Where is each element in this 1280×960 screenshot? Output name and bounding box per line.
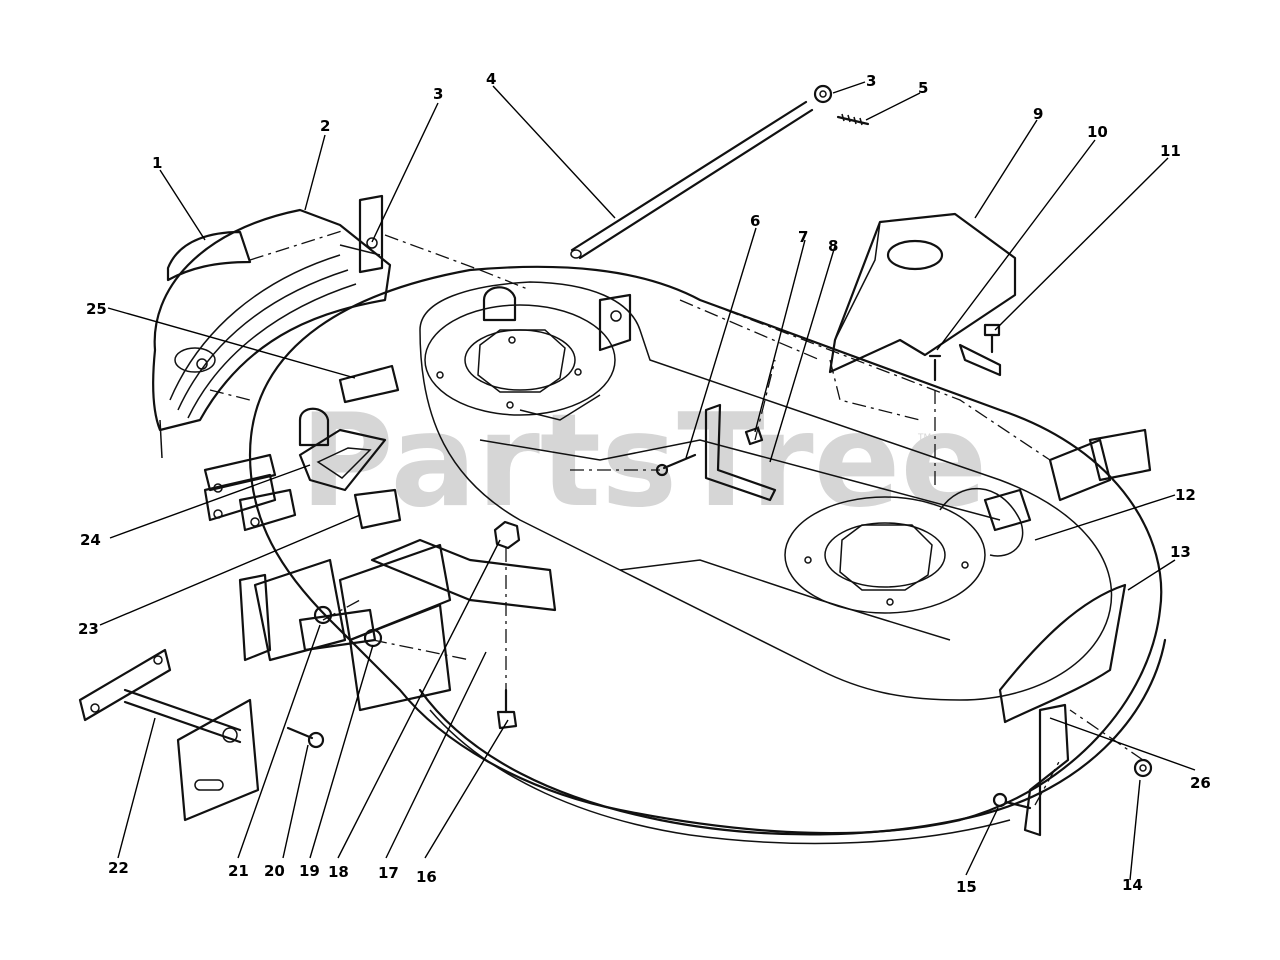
callout-10: 10 <box>1087 123 1108 141</box>
callout-11: 11 <box>1160 142 1181 160</box>
callout-3-top-right: 3 <box>866 72 876 90</box>
callout-21: 21 <box>228 862 249 880</box>
front-hanger-brackets <box>238 538 557 712</box>
watermark: PartsTree TM <box>300 387 987 536</box>
callout-25: 25 <box>86 300 107 318</box>
callout-9: 9 <box>1033 105 1043 123</box>
callout-3-top-left: 3 <box>433 85 443 103</box>
warning-decal-24 <box>298 428 387 492</box>
callout-1: 1 <box>152 154 162 172</box>
baffle-13 <box>998 583 1127 724</box>
callout-19: 19 <box>299 862 320 880</box>
callout-16: 16 <box>416 868 437 886</box>
nut-14 <box>1133 758 1153 778</box>
bracket-26 <box>1023 703 1070 837</box>
callout-6: 6 <box>750 212 760 230</box>
callout-12: 12 <box>1175 486 1196 504</box>
watermark-trademark: TM <box>917 433 931 443</box>
belt-cover <box>828 212 1017 377</box>
discharge-chute-assembly <box>152 208 392 459</box>
callout-22: 22 <box>108 859 129 877</box>
assembly-lines <box>209 229 1144 806</box>
callout-15: 15 <box>956 878 977 896</box>
bracket-8 <box>704 403 777 502</box>
callout-24: 24 <box>80 531 101 549</box>
callout-20: 20 <box>264 862 285 880</box>
left-spindle-mount <box>424 304 616 416</box>
adjustment-bracket <box>939 428 1152 557</box>
callout-5: 5 <box>918 79 928 97</box>
callout-23: 23 <box>78 620 99 638</box>
front-axle-bracket <box>78 648 260 822</box>
nut-3 <box>813 84 833 104</box>
warning-decal-23 <box>353 488 402 530</box>
bolt-16 <box>496 688 518 730</box>
callout-7: 7 <box>798 228 808 246</box>
nut-7 <box>744 426 764 446</box>
bolt-11 <box>983 323 1001 354</box>
callout-13: 13 <box>1170 543 1191 561</box>
hinge-rod <box>570 100 814 260</box>
callout-labels: 1 2 3 4 3 5 9 10 11 6 7 8 25 12 13 24 23… <box>78 70 1211 896</box>
leader-lines <box>99 81 1196 881</box>
callout-2: 2 <box>320 117 330 135</box>
callout-4: 4 <box>486 70 496 88</box>
callout-8: 8 <box>828 237 838 255</box>
nut-18 <box>493 520 521 550</box>
warning-decal-25 <box>338 364 400 404</box>
callout-17: 17 <box>378 864 399 882</box>
right-spindle-mount <box>784 496 986 614</box>
hinge-bracket <box>339 194 384 274</box>
screw-10 <box>928 354 942 382</box>
watermark-text: PartsTree <box>300 387 987 536</box>
carriage-bolt-20 <box>286 726 325 749</box>
mower-deck-housing <box>203 265 1167 845</box>
callout-18: 18 <box>328 863 349 881</box>
callout-14: 14 <box>1122 876 1143 894</box>
bolt-6 <box>662 453 697 470</box>
callout-26: 26 <box>1190 774 1211 792</box>
bolt-15 <box>992 792 1032 810</box>
